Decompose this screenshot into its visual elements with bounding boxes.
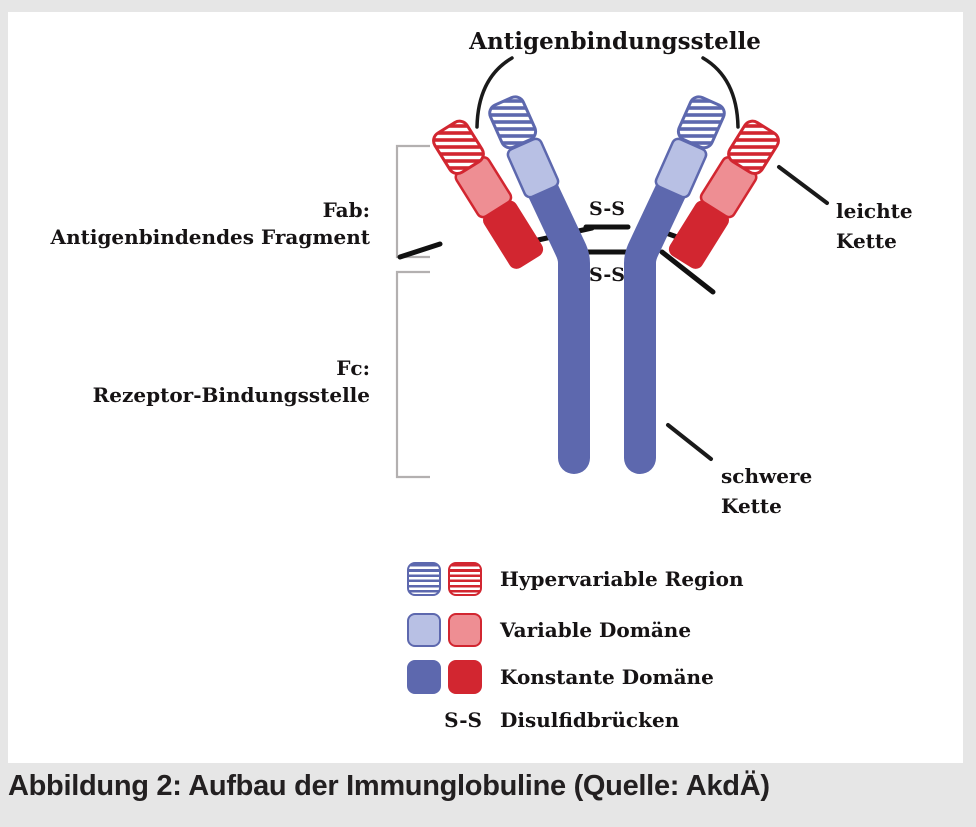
legend-label-hypervariable: Hypervariable Region bbox=[500, 567, 744, 591]
heavy-chain-label-line2: Kette bbox=[721, 494, 782, 518]
disulfide-line-left-outer bbox=[397, 241, 443, 260]
legend-label-constant: Konstante Domäne bbox=[500, 665, 714, 689]
hypervariable-outline-light-right bbox=[727, 119, 780, 176]
light-chain-pointer-line bbox=[777, 165, 829, 205]
fab-label: Fab: Antigenbindendes Fragment bbox=[30, 197, 370, 251]
light-chain-label-line2: Kette bbox=[836, 229, 897, 253]
legend-swatch-variable-red bbox=[448, 613, 482, 647]
disulfide-label-bottom: S-S bbox=[588, 264, 626, 286]
fab-region-bracket bbox=[395, 144, 430, 259]
light-chain-label-line1: leichte bbox=[836, 199, 913, 223]
legend-swatch-constant-blue bbox=[407, 660, 441, 694]
hypervariable-outline-heavy-right bbox=[676, 95, 726, 150]
fc-label-line1: Fc: bbox=[336, 356, 370, 380]
fc-region-bracket bbox=[395, 270, 430, 479]
hypervariable-outline-heavy-left bbox=[488, 95, 538, 150]
legend-label-disulfide: Disulfidbrücken bbox=[500, 708, 680, 732]
figure-caption: Abbildung 2: Aufbau der Immunglobuline (… bbox=[8, 770, 770, 802]
antigen-site-arc-left bbox=[475, 56, 514, 129]
legend-swatch-constant-red bbox=[448, 660, 482, 694]
legend-row-hypervariable: Hypervariable Region bbox=[407, 562, 744, 596]
antigen-site-arc-right bbox=[701, 56, 740, 129]
fab-label-line2: Antigenbindendes Fragment bbox=[50, 225, 370, 249]
constant-domain-light-right bbox=[668, 200, 729, 269]
legend-swatch-variable-blue bbox=[407, 613, 441, 647]
legend-row-constant: Konstante Domäne bbox=[407, 660, 714, 694]
fab-label-line1: Fab: bbox=[322, 198, 370, 222]
heavy-chain-pointer-line bbox=[666, 423, 713, 461]
heavy-chain-left bbox=[515, 149, 590, 474]
fc-label: Fc: Rezeptor-Bindungsstelle bbox=[30, 355, 370, 409]
legend-label-variable: Variable Domäne bbox=[500, 618, 692, 642]
disulfide-label-top: S-S bbox=[588, 198, 626, 220]
legend-row-disulfide: S-S Disulfidbrücken bbox=[407, 708, 679, 732]
heavy-chain-label: schwere Kette bbox=[721, 461, 812, 521]
heavy-chain-right bbox=[624, 149, 699, 474]
disulfide-line-right-outer bbox=[659, 249, 716, 295]
constant-domain-light-left bbox=[483, 200, 544, 269]
heavy-chain-label-line1: schwere bbox=[721, 464, 813, 488]
fc-label-line2: Rezeptor-Bindungsstelle bbox=[92, 383, 370, 407]
legend-row-variable: Variable Domäne bbox=[407, 613, 691, 647]
legend-swatch-hypervariable-red bbox=[448, 562, 482, 596]
diagram-panel bbox=[8, 12, 963, 763]
antigen-binding-site-label: Antigenbindungsstelle bbox=[469, 28, 761, 55]
legend-symbol-disulfide: S-S bbox=[444, 708, 482, 732]
light-chain-label: leichte Kette bbox=[836, 196, 913, 256]
legend-swatch-hypervariable-blue bbox=[407, 562, 441, 596]
hypervariable-outline-light-left bbox=[432, 119, 485, 176]
